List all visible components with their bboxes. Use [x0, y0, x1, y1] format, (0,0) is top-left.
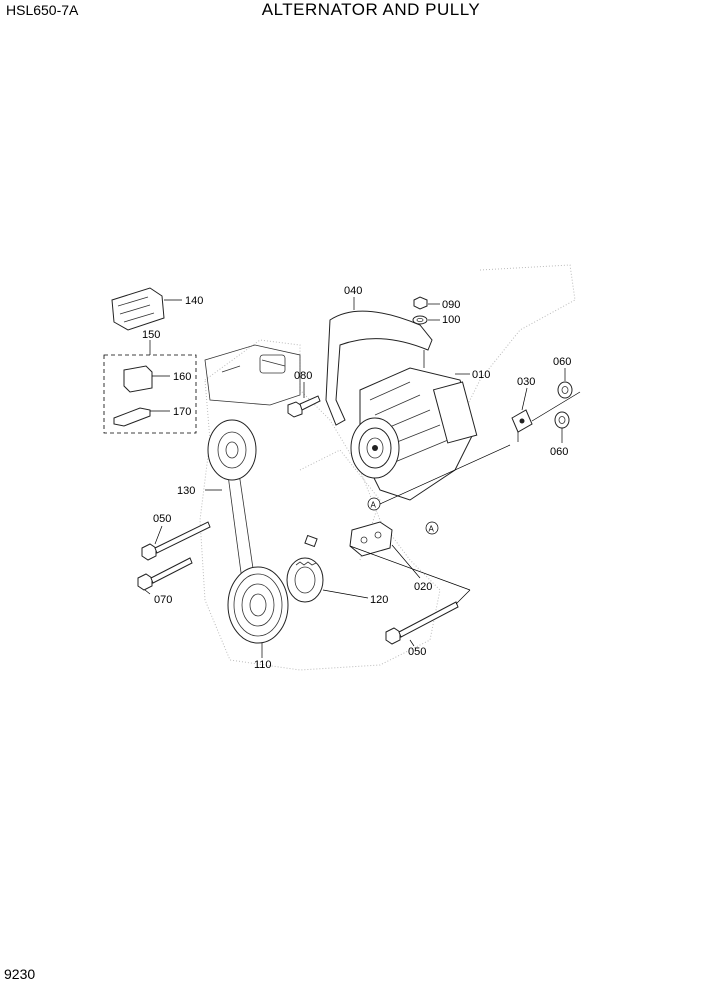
- callout-080: 080: [294, 370, 312, 382]
- callout-070: 070: [154, 594, 172, 606]
- callout-060-upper: 060: [553, 356, 571, 368]
- callout-020: 020: [414, 581, 432, 593]
- spacer-060-upper: [557, 368, 573, 399]
- callout-050-right: 050: [408, 646, 426, 658]
- page-number: 9230: [4, 966, 36, 982]
- damper-120: [286, 534, 369, 603]
- callout-010: 010: [472, 369, 490, 381]
- callout-110: 110: [254, 659, 272, 671]
- nut-090: [413, 296, 440, 310]
- callout-030: 030: [517, 376, 535, 388]
- callout-120: 120: [370, 594, 388, 606]
- marker-a-2-label: A: [429, 525, 435, 534]
- bolt-050-left: [141, 521, 211, 561]
- callout-040: 040: [344, 285, 362, 297]
- callout-050-left: 050: [153, 513, 171, 525]
- engine-block-outline: [199, 264, 576, 671]
- connector-kit-box-150: [103, 340, 197, 434]
- marker-a-2: [425, 521, 439, 535]
- crankshaft-pulley-110: [227, 566, 289, 658]
- model-code: HSL650-7A: [6, 2, 79, 18]
- page-title: ALTERNATOR AND PULLY: [261, 0, 481, 19]
- callout-140: 140: [185, 295, 203, 307]
- callout-060-lower: 060: [550, 446, 568, 458]
- callout-170: 170: [173, 406, 191, 418]
- fan-pulley: [207, 419, 257, 481]
- alternator-bracket-040: [325, 297, 433, 426]
- callout-100: 100: [442, 314, 460, 326]
- callout-160: 160: [173, 371, 191, 383]
- terminal-170: [113, 407, 151, 427]
- bolt-070: [137, 557, 193, 595]
- bolt-080: [287, 382, 321, 418]
- plate-030: [511, 387, 581, 442]
- spacer-060-lower: [554, 411, 570, 443]
- terminal-cover-160: [123, 365, 153, 393]
- callout-090: 090: [442, 299, 460, 311]
- callout-150: 150: [142, 329, 160, 341]
- marker-a-1-label: A: [371, 501, 377, 510]
- washer-100: [412, 315, 440, 325]
- adjusting-bracket-020: [349, 521, 421, 579]
- connector-housing-140: [111, 287, 182, 331]
- alternator-010: [350, 350, 478, 501]
- bolt-050-right: [349, 545, 471, 647]
- callout-130: 130: [177, 485, 195, 497]
